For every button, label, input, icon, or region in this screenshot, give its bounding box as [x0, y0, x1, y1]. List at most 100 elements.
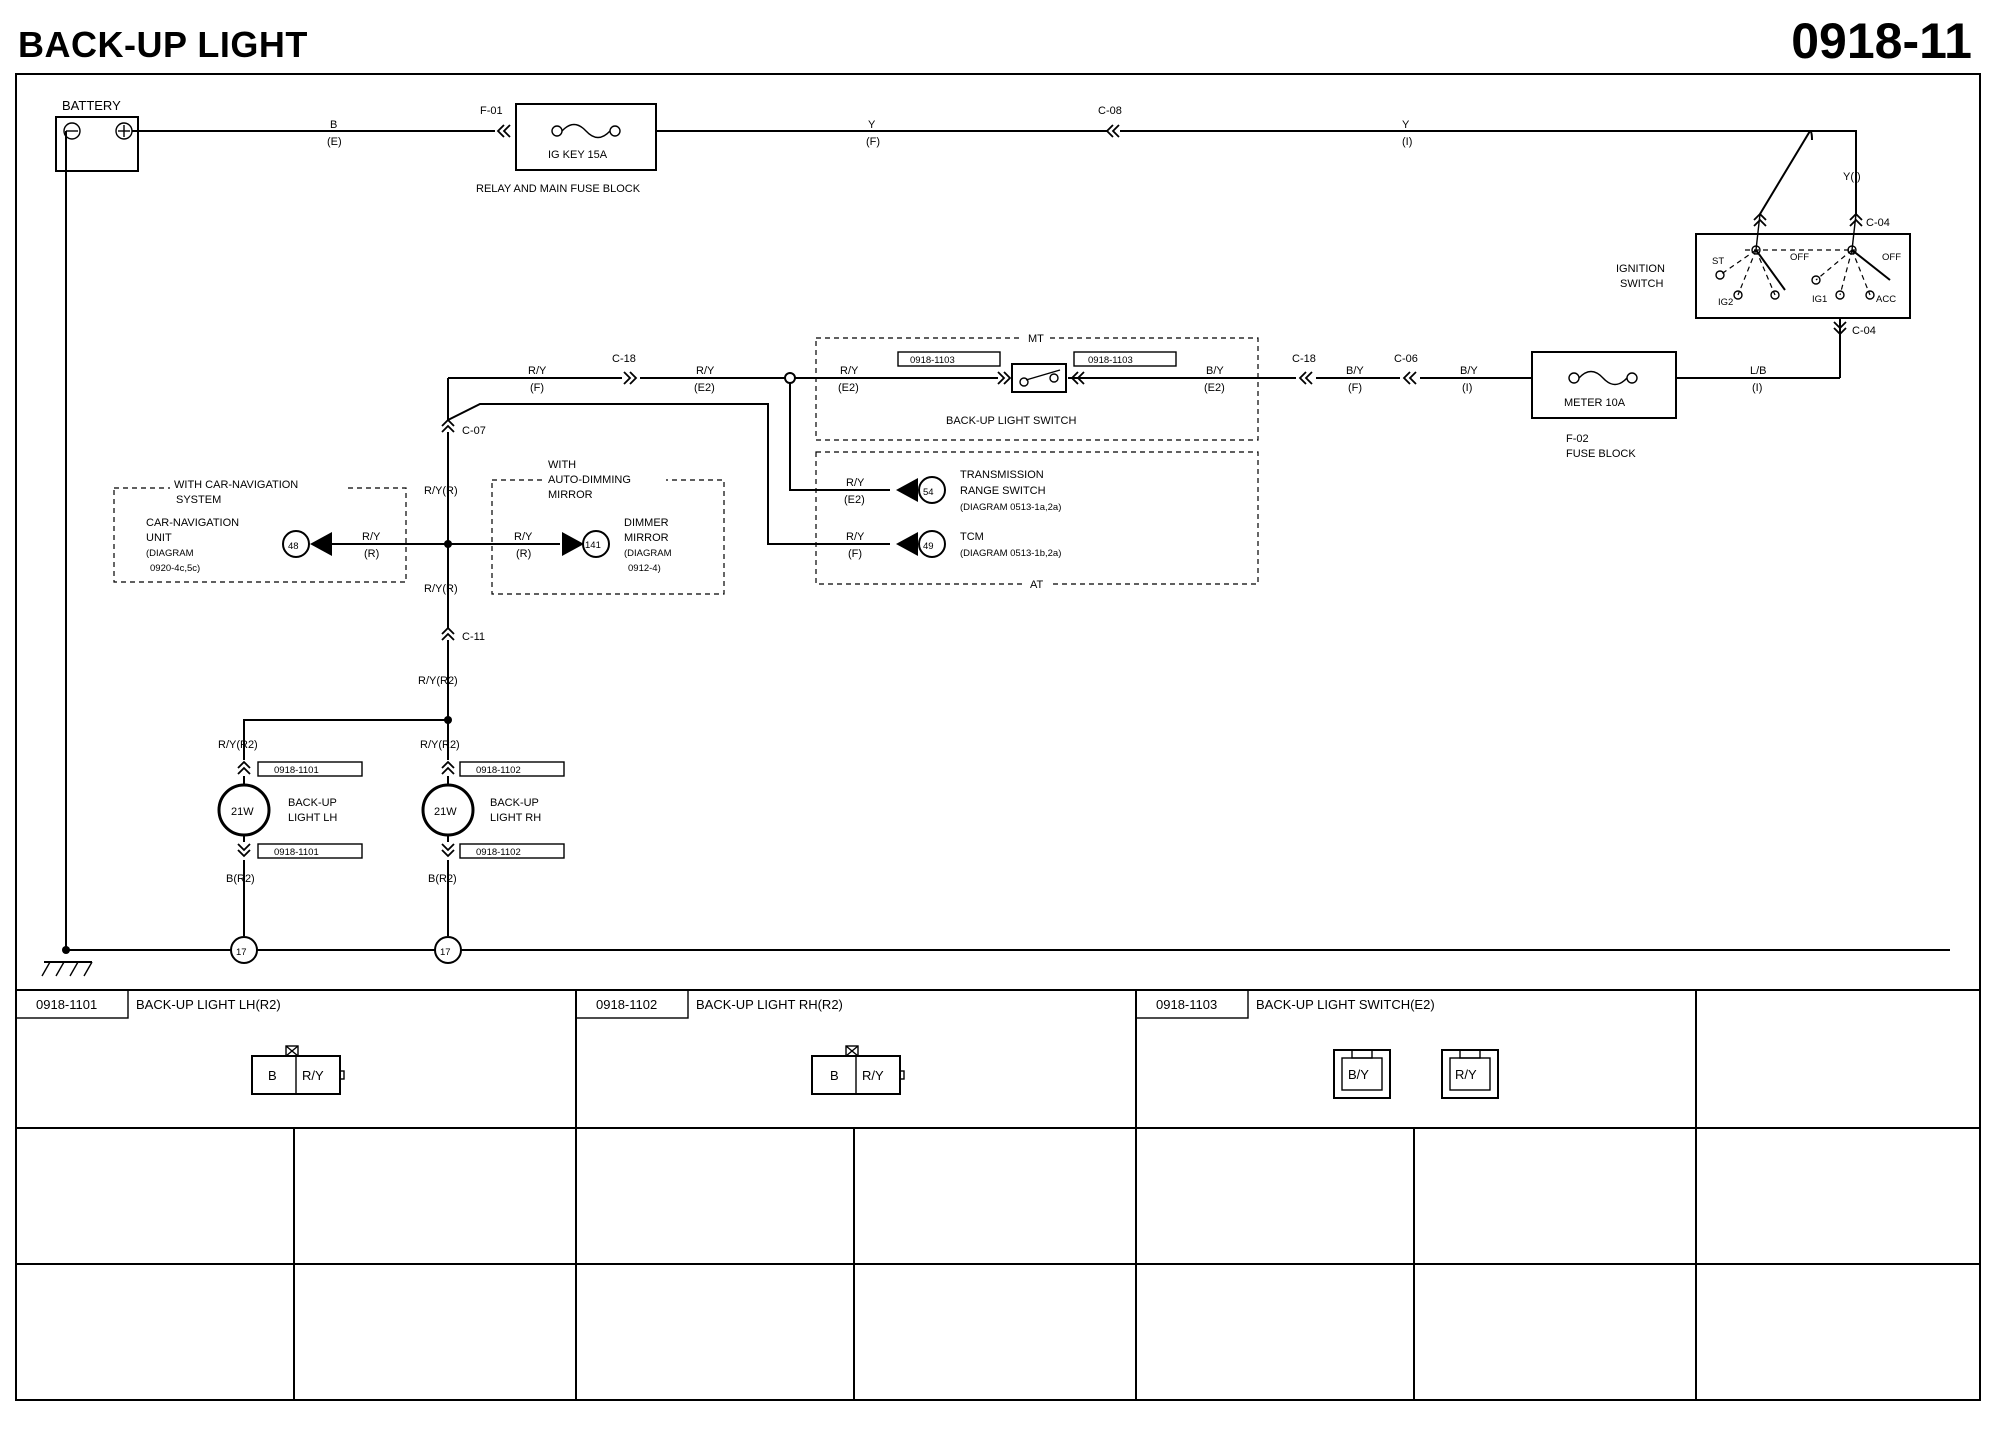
- wire-ry-f-tcm-loc: (F): [848, 548, 862, 560]
- ignition-label-1: IGNITION: [1616, 263, 1665, 275]
- connector-c07-icon: [441, 419, 455, 433]
- conn-3-pin-1: B/Y: [1348, 1067, 1369, 1082]
- arrow-icon: [896, 532, 918, 556]
- wire-ry-f-loc: (F): [530, 382, 544, 394]
- rh-ref-top: 0918-1102: [476, 765, 521, 776]
- nav-unit-4: 0920-4c,5c): [150, 563, 200, 574]
- page-title: BACK-UP LIGHT: [18, 24, 308, 65]
- wire-ry-r-main: R/Y(R): [424, 485, 458, 497]
- nav-unit-1: CAR-NAVIGATION: [146, 517, 239, 529]
- wire-b-r2-lh: B(R2): [226, 873, 255, 885]
- conn-1-code: 0918-1101: [36, 997, 97, 1012]
- tcm-label-1: TCM: [960, 531, 984, 543]
- wire-b-r2-rh: B(R2): [428, 873, 457, 885]
- wire-ry-f-color: R/Y: [528, 365, 547, 377]
- relay-block-label: RELAY AND MAIN FUSE BLOCK: [476, 183, 641, 195]
- mirror-title-1: WITH: [548, 459, 576, 471]
- mirror-unit-3: (DIAGRAM: [624, 548, 672, 559]
- ground-point: [434, 936, 462, 964]
- backup-switch-symbol: [1011, 363, 1067, 393]
- trs-label-3: (DIAGRAM 0513-1a,2a): [960, 502, 1061, 513]
- fuse-meter: [1531, 351, 1677, 419]
- connector-c07: C-07: [462, 425, 486, 437]
- wire-ry-r-mirror-loc: (R): [516, 548, 531, 560]
- conn-2-pin-1: B: [830, 1068, 839, 1083]
- ign-pos-st: ST: [1712, 256, 1724, 267]
- fuse-meter-label: METER 10A: [1564, 397, 1626, 409]
- battery-label: BATTERY: [62, 98, 121, 113]
- connector-c08-icon: [1106, 124, 1120, 138]
- conn-3-code: 0918-1103: [1156, 997, 1217, 1012]
- ignition-label-2: SWITCH: [1620, 278, 1663, 290]
- mirror-unit-4: 0912-4): [628, 563, 661, 574]
- wire-ry-e2-trs-loc: (E2): [844, 494, 865, 506]
- mirror-pin: 141: [585, 540, 601, 551]
- conn-2-pin-2: R/Y: [862, 1068, 884, 1083]
- splice-point: [784, 372, 796, 384]
- ign-pos-acc: ACC: [1876, 294, 1896, 305]
- rh-watt: 21W: [434, 806, 457, 818]
- pin-circle: [918, 476, 946, 504]
- wire-by-e2-color: B/Y: [1206, 365, 1224, 377]
- connector-c18-top: C-18: [612, 353, 636, 365]
- mirror-unit-1: DIMMER: [624, 517, 669, 529]
- conn-3-pin-2: R/Y: [1455, 1067, 1477, 1082]
- mirror-unit-2: MIRROR: [624, 532, 669, 544]
- ground-point: [230, 936, 258, 964]
- wire-y-f-color: Y: [868, 119, 876, 131]
- wire-ry-r2-lh: R/Y(R2): [218, 739, 258, 751]
- nav-unit-2: UNIT: [146, 532, 172, 544]
- nav-pin: 48: [288, 541, 299, 552]
- nav-unit-3: (DIAGRAM: [146, 548, 194, 559]
- ign-pos-off2: OFF: [1882, 252, 1901, 263]
- ign-pos-ig2: IG2: [1718, 297, 1733, 308]
- trs-label-1: TRANSMISSION: [960, 469, 1044, 481]
- nav-title-1: WITH CAR-NAVIGATION: [174, 479, 298, 491]
- wire-lb-i-color: L/B: [1750, 365, 1767, 377]
- wire-ry-e2-mt-color: R/Y: [840, 365, 859, 377]
- connector-c04-top: C-04: [1866, 217, 1890, 229]
- lh-label-1: BACK-UP: [288, 797, 337, 809]
- wire-ry-r2-trunk: R/Y(R2): [418, 675, 458, 687]
- wire-ry-r2-rh: R/Y(R2): [420, 739, 460, 751]
- wire-ry-r-nav-color: R/Y: [362, 531, 381, 543]
- trs-pin: 54: [923, 487, 934, 498]
- wire-ry-r-nav-loc: (R): [364, 548, 379, 560]
- lh-watt: 21W: [231, 806, 254, 818]
- connector-c08: C-08: [1098, 105, 1122, 117]
- lh-label-2: LIGHT LH: [288, 812, 337, 824]
- mt-tag: MT: [1028, 333, 1044, 345]
- rh-ref-bot: 0918-1102: [476, 847, 521, 858]
- arrow-icon: [896, 478, 918, 502]
- lh-ref-top: 0918-1101: [274, 765, 319, 776]
- at-tag: AT: [1030, 579, 1044, 591]
- rh-label-2: LIGHT RH: [490, 812, 541, 824]
- wire-by-f-color: B/Y: [1346, 365, 1364, 377]
- tcm-label-2: (DIAGRAM 0513-1b,2a): [960, 548, 1061, 559]
- connector-c11: C-11: [462, 631, 485, 643]
- wire-ry-r-lower: R/Y(R): [424, 583, 458, 595]
- connector-c04-bot: C-04: [1852, 325, 1876, 337]
- trs-label-2: RANGE SWITCH: [960, 485, 1046, 497]
- pin-circle: [918, 530, 946, 558]
- wire-by-e2-loc: (E2): [1204, 382, 1225, 394]
- wire-y-f-loc: (F): [866, 136, 880, 148]
- connector-c18-right: C-18: [1292, 353, 1316, 365]
- mirror-group: [491, 479, 725, 595]
- diagram-code: 0918-11: [1791, 13, 1972, 69]
- lh-ref-bot: 0918-1101: [274, 847, 319, 858]
- rh-label-1: BACK-UP: [490, 797, 539, 809]
- wire-ry-e2-top-loc: (E2): [694, 382, 715, 394]
- fuse-icon: [561, 123, 611, 139]
- wire-y-i-loc: (I): [1402, 136, 1412, 148]
- connector-c18-right-icon: [1299, 371, 1313, 385]
- conn-2-code: 0918-1102: [596, 997, 657, 1012]
- wire-ry-e2-top-color: R/Y: [696, 365, 715, 377]
- fuse-f02: F-02: [1566, 433, 1589, 445]
- wire-ry-f-tcm-color: R/Y: [846, 531, 865, 543]
- nav-title-2: SYSTEM: [176, 494, 221, 506]
- wire-by-i-loc: (I): [1462, 382, 1472, 394]
- fuse-icon: [1578, 370, 1628, 386]
- fuse-ig-key-label: IG KEY 15A: [548, 149, 608, 161]
